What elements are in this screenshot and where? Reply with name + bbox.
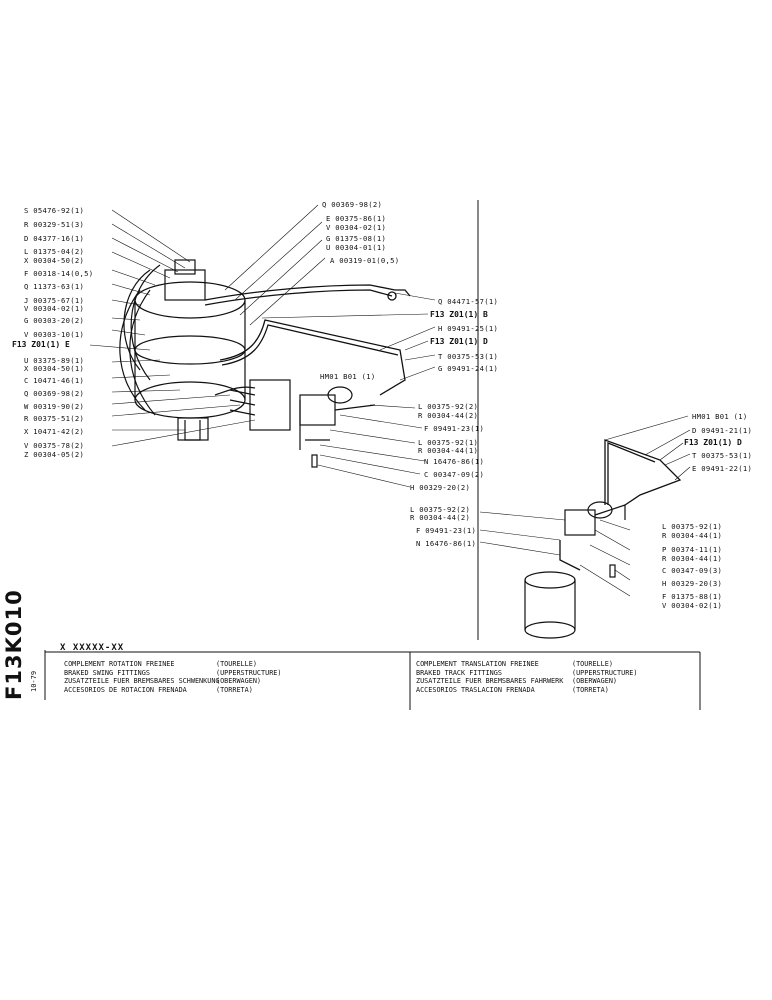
label-right-col: G 09491-24(1) (438, 364, 499, 373)
hydraulic-lines (204, 284, 411, 396)
label-left-col: C 10471-46(1) (24, 376, 85, 385)
label-right-col: F 09491-23(1) (424, 424, 485, 433)
label-right-col: H 09491-25(1) (438, 324, 499, 333)
title-track-de: ZUSATZTEILE FUER BREMSBARES FAHRWERK (416, 677, 564, 685)
title-swing-es: ACCESORIOS DE ROTACION FRENADA (64, 685, 187, 694)
label-left-col: F 00318-14(0,5) (24, 269, 94, 278)
brake-valve-left (299, 386, 376, 468)
label-right-col: R 00304-44(1) (418, 446, 479, 455)
label-left-col: D 04377-16(1) (24, 234, 85, 243)
valve-block (214, 379, 291, 431)
sub-track-de: (OBERWAGEN) (572, 677, 618, 685)
sub-track-es: (TORRETA) (572, 685, 609, 694)
label-left-col: J 00375-67(1) (24, 296, 85, 305)
label-left-col: L 01375-04(2) (24, 247, 85, 256)
label-track: E 09491-22(1) (692, 464, 753, 473)
label-right-col: Q 00369-98(2) (322, 200, 383, 209)
label-left-col: V 00304-02(1) (24, 304, 85, 313)
title-swing-en: BRAKED SWING FITTINGS (64, 668, 150, 677)
label-track: V 00304-02(1) (662, 601, 723, 610)
label-ref-b: F13 Z01(1) B (430, 310, 488, 319)
sub-track-fr: (TOURELLE) (572, 660, 613, 668)
label-left-col: R 00375-51(2) (24, 414, 85, 423)
leader-lines-left (89, 209, 256, 447)
sub-swing-de: (OBERWAGEN) (216, 677, 262, 685)
leader-lines-track (479, 415, 691, 597)
sub-swing-fr: (TOURELLE) (216, 660, 257, 668)
label-right-col: U 00304-01(1) (326, 243, 387, 252)
label-right-col: E 00375-86(1) (326, 214, 387, 223)
label-right-col: C 00347-09(2) (424, 470, 485, 479)
label-track: T 00375-53(1) (692, 451, 753, 460)
title-block-swing: COMPLEMENT ROTATION FREINEE BRAKED SWING… (64, 660, 220, 694)
label-track: D 09491-21(1) (692, 426, 753, 435)
label-track: H 00329-20(3) (662, 579, 723, 588)
label-ref-d: F13 Z01(1) D (430, 337, 488, 346)
label-ref-d-track: F13 Z01(1) D (684, 438, 742, 447)
title-track-en: BRAKED TRACK FITTINGS (416, 668, 502, 677)
title-track-es: ACCESORIOS TRASLACION FRENADA (416, 685, 535, 694)
label-right-col: R 00304-44(2) (418, 411, 479, 420)
label-left-col: S 05476-92(1) (24, 206, 85, 215)
sub-track-en: (UPPERSTRUCTURE) (572, 668, 638, 677)
label-ref-e: F13 Z01(1) E (12, 340, 70, 349)
brake-valve-right (564, 501, 626, 578)
leader-lines-right (224, 204, 436, 488)
label-left-col: W 00319-90(2) (24, 402, 85, 411)
label-track-left: R 00304-44(2) (410, 513, 471, 522)
label-track: P 00374-11(1) (662, 545, 723, 554)
label-left-col: R 00329-51(3) (24, 220, 85, 229)
label-right-col: A 00319-01(0,5) (330, 256, 400, 265)
subtitle-block-swing: (TOURELLE) (UPPERSTRUCTURE) (OBERWAGEN) … (216, 660, 281, 694)
label-left-col: Z 00304-05(2) (24, 450, 85, 459)
label-left-col: V 00375-78(2) (24, 441, 85, 450)
label-track: R 00304-44(1) (662, 554, 723, 563)
label-right-col: V 00304-02(1) (326, 223, 387, 232)
brake-cylinder (524, 571, 576, 639)
sheet-date: 10-79 (30, 670, 38, 692)
label-track: C 00347-09(3) (662, 566, 723, 575)
label-left-col: X 00304-50(2) (24, 256, 85, 265)
label-hm01-left: HM01 B01 (1) (320, 372, 376, 381)
label-right-col: H 00329-20(2) (410, 483, 471, 492)
label-right-col: N 16476-86(1) (424, 457, 485, 466)
label-left-col: U 03375-89(1) (24, 356, 85, 365)
label-track-left: N 16476-86(1) (416, 539, 477, 548)
label-right-col: Q 04471-57(1) (438, 297, 499, 306)
label-track-left: L 00375-92(2) (410, 505, 471, 514)
title-swing-de: ZUSATZTEILE FUER BREMSBARES SCHWENKUNG (64, 677, 220, 685)
label-left-col: Q 00369-98(2) (24, 389, 85, 398)
swing-motor (119, 259, 246, 441)
sub-swing-es: (TORRETA) (216, 685, 253, 694)
label-track: R 00304-44(1) (662, 531, 723, 540)
label-track: L 00375-92(1) (662, 522, 723, 531)
label-right-col: L 00375-92(2) (418, 402, 479, 411)
label-right-col: L 00375-92(1) (418, 438, 479, 447)
label-right-col: T 00375-53(1) (438, 352, 499, 361)
label-left-col: X 10471-42(2) (24, 427, 85, 436)
label-left-col: G 00303-20(2) (24, 316, 85, 325)
label-left-col: V 00303-10(1) (24, 330, 85, 339)
label-left-col: Q 11373-63(1) (24, 282, 85, 291)
track-hydraulic-lines (559, 439, 682, 571)
subtitle-block-track: (TOURELLE) (UPPERSTRUCTURE) (OBERWAGEN) … (572, 660, 637, 694)
label-track: F 01375-88(1) (662, 592, 723, 601)
sub-swing-en: (UPPERSTRUCTURE) (216, 668, 282, 677)
label-track: HM01 B01 (1) (692, 412, 748, 421)
label-left-col: X 00304-50(1) (24, 364, 85, 373)
title-track-fr: COMPLEMENT TRANSLATION FREINEE (416, 660, 539, 668)
part-number: X XXXXX-XX (60, 643, 125, 653)
title-swing-fr: COMPLEMENT ROTATION FREINEE (64, 660, 175, 668)
title-block-track: COMPLEMENT TRANSLATION FREINEE BRAKED TR… (416, 660, 563, 694)
label-right-col: G 01375-08(1) (326, 234, 387, 243)
sheet-code: F13K010 (2, 589, 26, 700)
label-track-left: F 09491-23(1) (416, 526, 477, 535)
